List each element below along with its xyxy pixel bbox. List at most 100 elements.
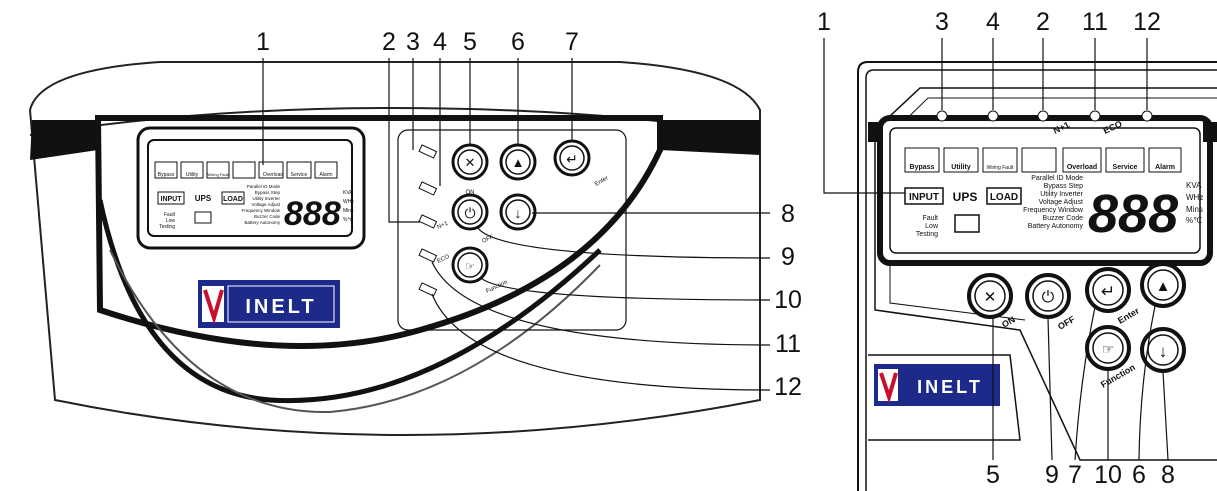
right-lcd-digits: 888 bbox=[1088, 184, 1178, 244]
left-led-1 bbox=[418, 144, 438, 159]
right-lcd-mode-0: Parallel ID Mode bbox=[1031, 175, 1083, 182]
left-lcd-ups: UPS bbox=[195, 194, 212, 203]
left-down-button[interactable]: ↓ bbox=[499, 193, 537, 231]
left-callout-4: 4 bbox=[433, 28, 447, 56]
left-lcd-mode-5: Buzzer Code bbox=[254, 214, 281, 219]
left-inelt-logo: INELT bbox=[198, 280, 340, 328]
left-housing-top bbox=[29, 106, 761, 136]
right-callout-1-top: 1 bbox=[817, 8, 831, 36]
left-led-nplus1 bbox=[418, 214, 438, 229]
left-button-area bbox=[397, 129, 627, 331]
left-callout-9: 9 bbox=[781, 243, 795, 271]
right-lcd-mode-2: Utility Inverter bbox=[1040, 191, 1083, 198]
left-lcd-unit-pct: %℃ bbox=[343, 217, 353, 223]
right-mute-on-button[interactable]: ✕ bbox=[967, 273, 1013, 319]
left-lcd-icon-bypass: Bypass bbox=[158, 172, 175, 178]
right-lcd-unit-kva: KVA bbox=[1186, 181, 1202, 190]
right-callout-7: 7 bbox=[1068, 461, 1082, 489]
right-callout-4: 4 bbox=[986, 8, 1000, 36]
left-callout-5: 5 bbox=[463, 28, 477, 56]
left-lcd-mode-0: Parallel ID Mode bbox=[247, 184, 281, 189]
hand-icon: ☞ bbox=[465, 261, 475, 273]
right-lcd-unit-mins: Mins bbox=[1186, 205, 1203, 214]
right-inelt-logo: INELT bbox=[874, 364, 1000, 406]
left-led-eco-label: ECO bbox=[436, 254, 451, 265]
left-lcd-unit-kva: KVA bbox=[343, 190, 353, 196]
right-hand-icon: ☞ bbox=[1102, 341, 1115, 357]
right-lcd-input-box bbox=[904, 187, 944, 205]
left-lcd-mode-1: Bypass Step bbox=[255, 190, 281, 195]
left-lcd-digits: 888 bbox=[284, 195, 341, 233]
left-lcd-icon-wiring: Wiring Fault bbox=[207, 172, 229, 177]
left-lcd-load-box bbox=[221, 191, 245, 205]
left-off-label: OFF bbox=[481, 234, 495, 245]
left-callout-3: 3 bbox=[406, 28, 420, 56]
right-lcd-unit-pct: %℃ bbox=[1186, 216, 1202, 225]
right-tab-right bbox=[1203, 122, 1217, 142]
arrow-up-icon: ▲ bbox=[512, 155, 525, 170]
right-callout-5: 5 bbox=[986, 461, 1000, 489]
left-panel-curve-2 bbox=[109, 249, 601, 414]
right-outer-frame bbox=[857, 61, 1217, 491]
right-enter-button[interactable]: ↵ bbox=[1085, 267, 1131, 313]
right-power-icon: ⏻ bbox=[1042, 289, 1055, 306]
left-lcd-unit-whz: WHz bbox=[343, 199, 354, 205]
left-lcd-status-low: Low bbox=[166, 218, 176, 224]
right-callout-8: 8 bbox=[1161, 461, 1175, 489]
left-callout-1: 1 bbox=[256, 28, 270, 56]
right-tab-left bbox=[868, 122, 882, 142]
left-up-button[interactable]: ▲ bbox=[499, 143, 537, 181]
enter-icon: ↵ bbox=[566, 151, 578, 167]
right-power-off-button[interactable]: ⏻ bbox=[1025, 273, 1071, 319]
right-down-button[interactable]: ↓ bbox=[1140, 327, 1186, 373]
right-lcd-mode-5: Buzzer Code bbox=[1043, 215, 1084, 222]
left-lcd-mode-3: Voltage Adjust bbox=[251, 202, 280, 207]
left-housing bbox=[28, 61, 761, 436]
right-lcd-mode-4: Frequency Window bbox=[1023, 207, 1084, 214]
left-lcd-input: INPUT bbox=[161, 196, 183, 203]
arrow-down-icon: ↓ bbox=[515, 205, 522, 221]
power-icon: ⏻ bbox=[464, 205, 475, 221]
left-lcd-mode-6: Battery Autonomy bbox=[244, 220, 280, 225]
right-enter-icon: ↵ bbox=[1101, 282, 1115, 301]
right-lcd-battery-icon bbox=[954, 214, 980, 233]
left-enter-button[interactable]: ↵ bbox=[553, 139, 591, 177]
left-strip-left bbox=[30, 120, 98, 160]
right-leds bbox=[936, 110, 1153, 122]
left-callout-2: 2 bbox=[382, 28, 396, 56]
right-function-button[interactable]: ☞ bbox=[1085, 325, 1131, 371]
right-led-2 bbox=[987, 110, 999, 122]
right-callout-10: 10 bbox=[1094, 461, 1122, 489]
left-strip-right bbox=[660, 120, 760, 155]
right-callout-11: 11 bbox=[1082, 8, 1108, 36]
right-top-callouts: 1 3 4 2 11 12 bbox=[817, 8, 1161, 36]
left-callout-8: 8 bbox=[781, 200, 795, 228]
right-arrow-up-icon: ▲ bbox=[1156, 278, 1171, 295]
right-mute-icon: ✕ bbox=[984, 289, 997, 306]
left-lcd-icon-overload: Overload bbox=[263, 172, 284, 178]
right-up-button[interactable]: ▲ bbox=[1140, 262, 1186, 308]
left-logo-text: INELT bbox=[245, 296, 316, 318]
left-callout-7: 7 bbox=[565, 28, 579, 56]
right-led-eco bbox=[1089, 110, 1101, 122]
left-on-label: ON bbox=[466, 190, 475, 196]
right-panel-view: N+1 ECO Bypass Utility Wiring Fault Over… bbox=[817, 8, 1217, 491]
left-lcd-icon-service: Service bbox=[291, 172, 308, 178]
right-lcd-icon-utility: Utility bbox=[951, 164, 971, 171]
right-callout-2: 2 bbox=[1036, 8, 1050, 36]
right-inner-frame bbox=[865, 69, 1217, 491]
left-led-alarm bbox=[418, 282, 438, 297]
right-lcd-status-fault: Fault bbox=[922, 215, 938, 222]
left-lcd-load: LOAD bbox=[223, 196, 243, 203]
left-lcd-icon-row: Bypass Utility Wiring Fault Overload Ser… bbox=[154, 161, 338, 179]
right-callout-6: 6 bbox=[1132, 461, 1146, 489]
left-lcd-bezel bbox=[136, 126, 366, 250]
left-mute-on-button[interactable]: ✕ bbox=[451, 143, 489, 181]
right-led-nplus1 bbox=[1037, 110, 1049, 122]
left-function-button[interactable]: ☞ bbox=[451, 246, 489, 284]
right-lcd-mode-6: Battery Autonomy bbox=[1028, 223, 1084, 230]
left-lcd-status-fault: Fault bbox=[164, 212, 176, 218]
left-power-off-button[interactable]: ⏻ bbox=[451, 193, 489, 231]
right-arrow-down-icon: ↓ bbox=[1159, 342, 1168, 361]
left-leds bbox=[418, 144, 438, 297]
